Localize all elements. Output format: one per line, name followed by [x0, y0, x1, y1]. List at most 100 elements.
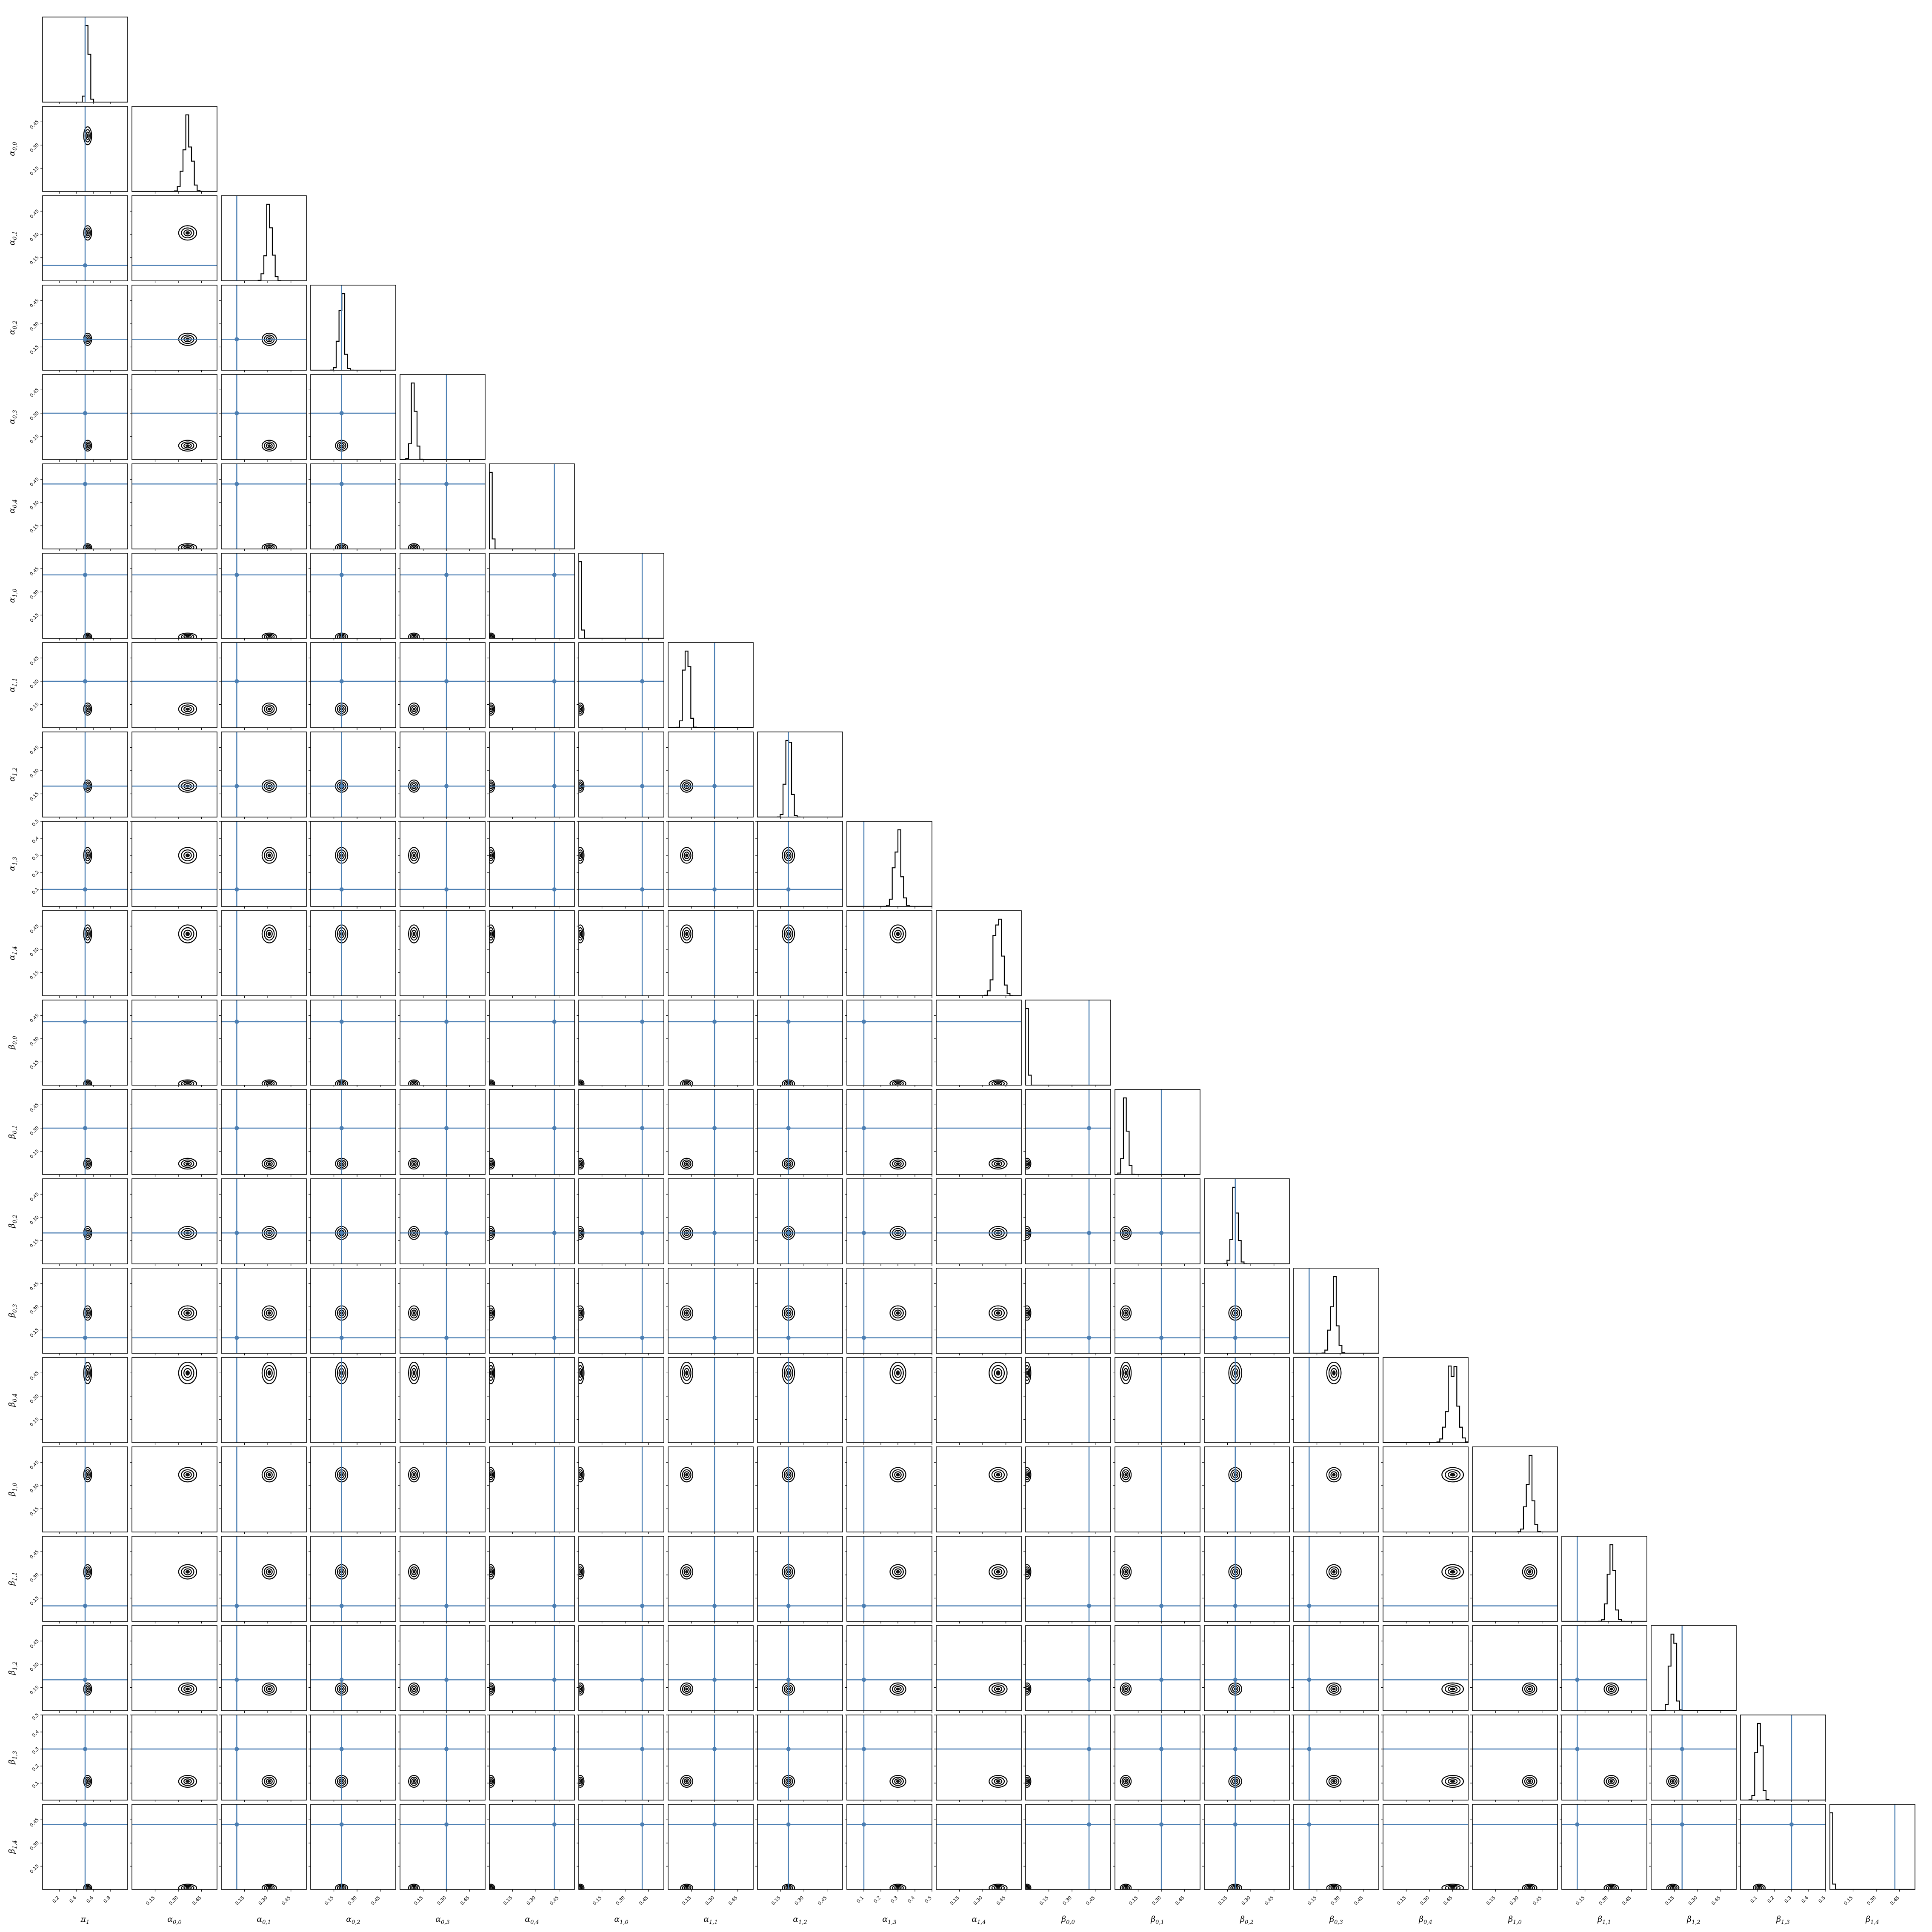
density-contour	[579, 1885, 583, 1889]
panel-content	[1472, 1748, 1558, 1788]
panel-content	[43, 1536, 128, 1621]
truth-point	[339, 1603, 344, 1608]
density-core	[86, 1687, 89, 1691]
truth-point	[1159, 1747, 1164, 1751]
density-core	[1026, 1370, 1028, 1376]
panel-4-0	[40, 374, 128, 462]
density-contour	[994, 1686, 1003, 1692]
y-tick-label: 0.15	[29, 1863, 40, 1875]
panel-frame	[42, 463, 128, 549]
panel-content	[936, 1824, 1021, 1889]
panel-13-9	[845, 1178, 932, 1266]
truth-point	[444, 1747, 449, 1751]
density-core	[267, 1570, 271, 1574]
truth-point	[339, 679, 344, 683]
panel-frame	[42, 1268, 128, 1354]
panel-17-12	[1113, 1536, 1200, 1623]
panel-content	[936, 1305, 1021, 1338]
truth-point	[234, 1747, 239, 1751]
panel-18-5	[487, 1625, 575, 1713]
x-tick-label: 0.30	[168, 1895, 180, 1906]
density-contour	[181, 1307, 194, 1319]
density-contour	[181, 849, 194, 861]
truth-point	[552, 1822, 557, 1827]
panel-19-0	[40, 1715, 128, 1802]
density-contour	[263, 1159, 275, 1168]
density-contour	[1026, 1157, 1032, 1170]
density-contour	[181, 227, 194, 239]
density-contour	[178, 225, 197, 241]
density-contour	[1326, 1883, 1342, 1889]
panel-frame	[221, 1268, 307, 1354]
density-contour	[1526, 1778, 1533, 1784]
density-core	[267, 1162, 271, 1165]
density-contour	[1026, 1307, 1030, 1319]
x-tick-label: 0.2	[873, 1895, 882, 1904]
panel-frame	[489, 1625, 575, 1711]
truth-point	[712, 1678, 717, 1682]
panel-content	[132, 1127, 217, 1170]
density-contour	[1328, 1885, 1340, 1889]
density-contour	[991, 1469, 1005, 1480]
panel-content	[311, 821, 396, 906]
panel-7-1	[130, 642, 217, 730]
density-contour	[86, 852, 90, 859]
panel-7-7	[668, 642, 754, 730]
panel-frame	[131, 821, 217, 907]
density-contour	[989, 1883, 1008, 1889]
panel-frame	[1561, 1715, 1647, 1801]
x-tick-label: 0.2	[51, 1895, 61, 1904]
panel-frame	[400, 1268, 486, 1354]
panel-frame	[668, 1804, 754, 1890]
panel-frame	[310, 1000, 396, 1086]
panel-frame	[489, 553, 575, 639]
panel-content	[1026, 1804, 1111, 1889]
panel-content	[311, 553, 396, 638]
x-tick-label: 0.45	[1085, 1895, 1096, 1906]
y-axis-label: α1,1	[7, 678, 18, 692]
y-tick-label: 0.45	[29, 923, 40, 935]
panel-content	[1026, 1626, 1111, 1711]
panel-frame	[42, 17, 128, 103]
y-tick-label: 0.30	[29, 678, 40, 690]
truth-point	[786, 1603, 791, 1608]
panel-frame	[221, 910, 307, 996]
panel-9-4	[398, 821, 486, 909]
panel-content	[1294, 1536, 1379, 1621]
y-tick-label: 0.30	[29, 1125, 40, 1137]
panel-2-2	[221, 195, 307, 283]
x-axis-label: α1,3	[882, 1915, 897, 1926]
panel-content	[400, 1179, 485, 1264]
panel-content	[43, 1179, 128, 1264]
panel-frame	[42, 374, 128, 460]
panel-11-11	[1025, 1000, 1111, 1087]
truth-point	[1575, 1822, 1580, 1827]
panel-frame	[668, 1000, 754, 1086]
density-core	[185, 546, 190, 549]
density-contour	[86, 443, 90, 449]
density-core	[1124, 1473, 1127, 1477]
truth-point	[83, 784, 87, 789]
density-core	[579, 853, 581, 857]
density-contour	[989, 1564, 1008, 1580]
density-contour	[683, 1368, 690, 1378]
panel-0-0	[42, 17, 128, 104]
panel-content	[847, 1626, 932, 1711]
panel-17-10	[934, 1536, 1022, 1623]
panel-16-4	[398, 1446, 486, 1534]
panel-13-11	[1023, 1178, 1111, 1266]
density-contour	[991, 1777, 1005, 1786]
panel-content	[311, 1715, 396, 1800]
y-tick-label: 0.30	[29, 1393, 40, 1405]
truth-point	[640, 1231, 645, 1235]
density-contour	[579, 1361, 585, 1384]
x-tick-label: 0.3	[1783, 1895, 1793, 1904]
panel-frame	[1740, 1715, 1826, 1801]
x-axis-label: α1,4	[972, 1915, 986, 1926]
density-contour	[1522, 1564, 1538, 1580]
panel-content	[408, 1358, 447, 1443]
density-core	[412, 1370, 415, 1376]
truth-point	[862, 1019, 866, 1024]
panel-frame	[221, 195, 307, 281]
